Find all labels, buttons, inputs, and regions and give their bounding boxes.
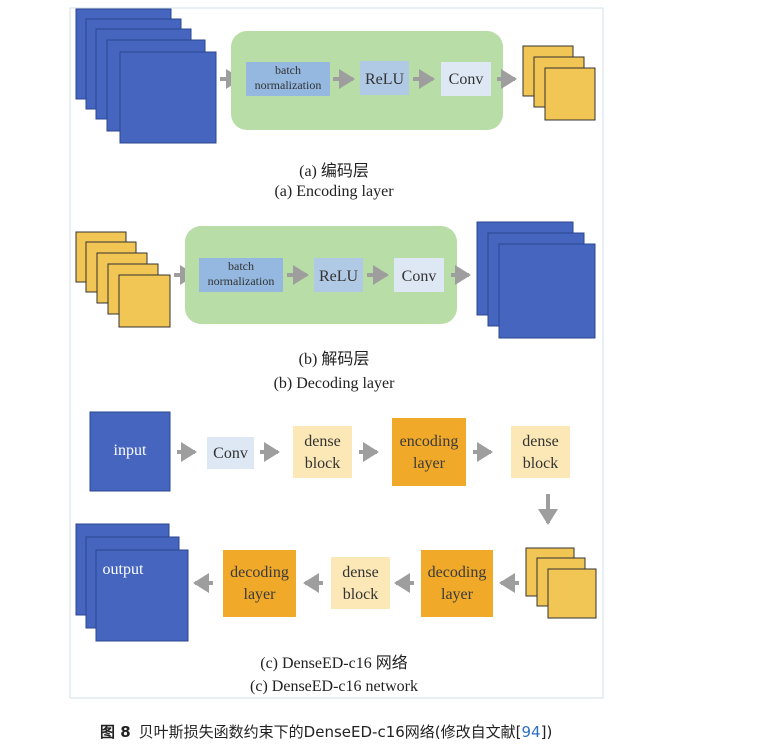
encoding-conv-box (441, 62, 491, 96)
figure-caption-label: 图 8 (100, 723, 131, 741)
decoding-conv-label: Conv (402, 268, 437, 285)
figure-caption: 图 8 贝叶斯损失函数约束下的DenseED-c16网络(修改自文献[94]) (100, 723, 552, 741)
input-label: input (114, 442, 147, 459)
decoding-input-stack (75, 231, 171, 328)
decoding-layer-1 (223, 550, 296, 617)
encoding-bn-box (246, 62, 330, 96)
dense-block-2 (511, 426, 570, 478)
decoding-relu-label: ReLU (319, 268, 359, 285)
network-caption-cn: (c) DenseED-c16 网络 (260, 653, 408, 672)
encoding-layer-box (392, 418, 466, 486)
decoding-layer-2 (421, 550, 493, 617)
net-conv-box (207, 437, 254, 469)
encoding-caption-en: (a) Encoding layer (274, 183, 394, 200)
decoding-layer-1-line1: decoding (230, 564, 289, 581)
dense-block-1-line2: block (305, 455, 341, 472)
dense-block-3-line2: block (343, 586, 379, 603)
decoding-bn-line2: normalization (208, 274, 275, 288)
figure-caption-ref-open: [ (516, 723, 522, 741)
figure-caption-text: 贝叶斯损失函数约束下的DenseED-c16网络(修改自文献 (139, 723, 516, 741)
encoding-bn-line2: normalization (255, 78, 322, 92)
encoding-output-stack (522, 45, 596, 121)
dense-block-1 (293, 426, 352, 478)
decoding-caption-cn: (b) 解码层 (299, 350, 370, 368)
encoding-caption-cn: (a) 编码层 (299, 162, 369, 180)
encoding-input-stack (75, 8, 217, 144)
decoding-layer-1-line2: layer (244, 586, 277, 603)
encoding-layer-line2: layer (413, 455, 446, 472)
decoding-conv-box (394, 258, 444, 292)
encoding-layer-line1: encoding (400, 433, 459, 450)
input-box (89, 411, 171, 492)
dense-block-3 (331, 557, 390, 609)
encoding-relu-label: ReLU (365, 71, 405, 88)
decoding-bn-line1: batch (228, 259, 254, 273)
decoding-bn-box (199, 258, 283, 292)
decoding-output-stack (476, 221, 596, 339)
encoding-conv-label: Conv (449, 71, 484, 88)
dense-block-3-line1: dense (342, 564, 378, 581)
encoding-relu-box (360, 61, 409, 95)
net-conv-label: Conv (213, 445, 248, 462)
decoding-layer-2-line2: layer (441, 586, 474, 603)
network-caption-en: (c) DenseED-c16 network (250, 678, 418, 695)
figure-caption-tail: ) (546, 723, 552, 741)
encoding-bn-line1: batch (275, 63, 301, 77)
dense-block-2-line1: dense (522, 433, 558, 450)
feature-stack (525, 547, 597, 619)
decoding-layer-2-line1: decoding (428, 564, 487, 581)
output-label: output (103, 561, 144, 578)
figure-caption-ref[interactable]: 94 (522, 723, 541, 741)
dense-block-1-line1: dense (304, 433, 340, 450)
output-stack (75, 523, 189, 642)
figure-caption-ref-close: ] (541, 723, 547, 741)
decoding-relu-box (314, 258, 363, 292)
decoding-caption-en: (b) Decoding layer (274, 375, 396, 392)
dense-block-2-line2: block (523, 455, 559, 472)
